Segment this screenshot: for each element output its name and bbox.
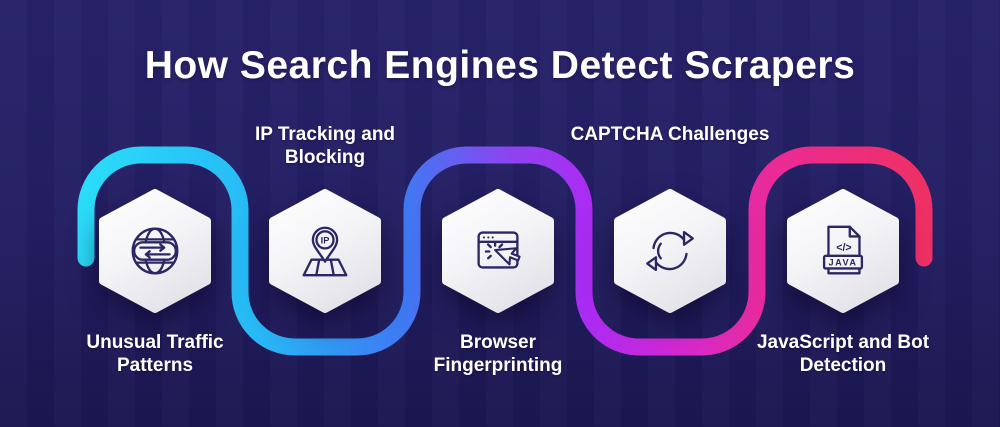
code-glyph: </> bbox=[836, 242, 851, 254]
hexagon-step-5: </> JAVA bbox=[785, 187, 901, 315]
globe-traffic-icon bbox=[131, 227, 179, 275]
captcha-refresh-icon bbox=[646, 230, 694, 272]
ip-location-pin-icon: IP bbox=[302, 226, 348, 277]
browser-cursor-icon bbox=[477, 231, 521, 269]
step-label-javascript-bot-detection: JavaScript and Bot Detection bbox=[756, 332, 930, 376]
hexagon-shape bbox=[787, 189, 899, 313]
java-label: JAVA bbox=[829, 257, 858, 267]
hexagon-step-2: IP bbox=[267, 187, 383, 315]
page-title: How Search Engines Detect Scrapers bbox=[144, 44, 856, 87]
step-label-browser-fingerprinting: Browser Fingerprinting bbox=[433, 332, 563, 376]
hexagon-shape bbox=[614, 189, 726, 313]
ip-label: IP bbox=[321, 235, 330, 245]
hexagon-step-3 bbox=[440, 187, 556, 315]
step-label-captcha-challenges: CAPTCHA Challenges bbox=[570, 124, 770, 145]
step-label-ip-tracking: IP Tracking and Blocking bbox=[254, 124, 396, 168]
java-file-code-icon: </> JAVA bbox=[822, 225, 864, 275]
hexagon-step-4 bbox=[612, 187, 728, 315]
hexagon-step-1 bbox=[97, 187, 213, 315]
step-label-unusual-traffic: Unusual Traffic Patterns bbox=[86, 332, 224, 376]
